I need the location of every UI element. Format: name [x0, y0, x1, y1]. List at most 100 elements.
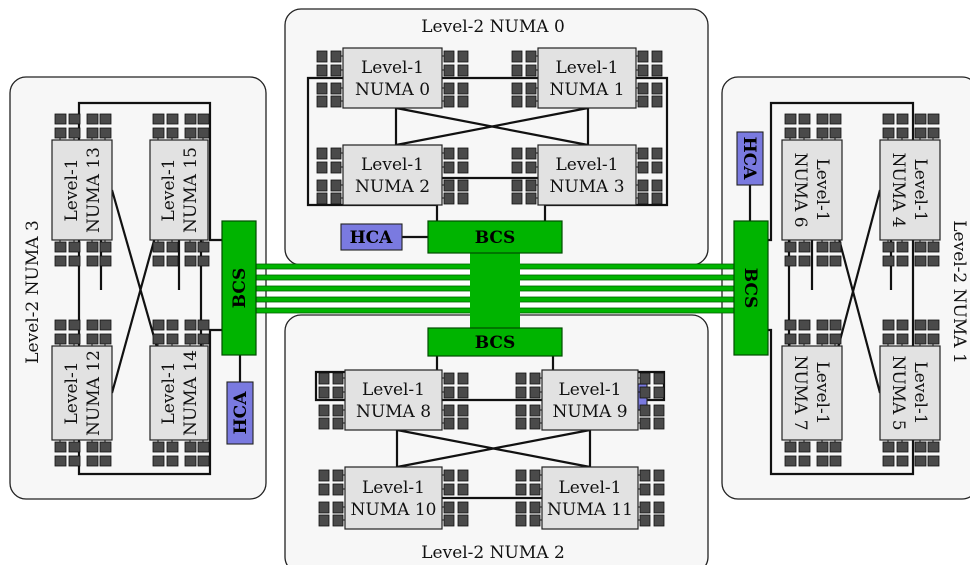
memory-module — [515, 483, 527, 496]
memory-module — [197, 113, 210, 125]
memory-module — [197, 333, 210, 345]
memory-module — [829, 241, 842, 253]
memory-module — [330, 192, 342, 205]
memory-module — [639, 469, 651, 482]
memory-module — [896, 319, 909, 331]
memory-module — [86, 255, 99, 267]
node-label-line-1: Level-1 — [62, 361, 82, 424]
memory-module — [927, 113, 940, 125]
node-box — [537, 144, 637, 206]
memory-module — [330, 179, 342, 192]
memory-module — [184, 127, 197, 139]
memory-module — [653, 514, 665, 527]
memory-module — [637, 95, 649, 108]
memory-module — [798, 455, 811, 467]
memory-module — [637, 64, 649, 77]
memory-module — [927, 255, 940, 267]
hca-label-right: HCA — [739, 137, 759, 181]
memory-module — [318, 501, 330, 514]
node-label-line-1: Level-1 — [555, 155, 618, 175]
node-label-line-2: NUMA 3 — [549, 177, 624, 197]
node-label-line-2: NUMA 1 — [549, 80, 624, 100]
memory-module — [816, 113, 829, 125]
memory-module — [316, 179, 328, 192]
node-label-line-2: NUMA 11 — [547, 500, 633, 520]
memory-module — [637, 50, 649, 63]
memory-module — [184, 241, 197, 253]
memory-module — [86, 241, 99, 253]
node-box — [541, 466, 639, 530]
memory-module — [882, 127, 895, 139]
memory-module — [798, 255, 811, 267]
memory-module — [166, 441, 179, 453]
node-label-line-2: NUMA 13 — [84, 147, 104, 233]
bcs-label-top: BCS — [475, 228, 516, 248]
memory-module — [784, 333, 797, 345]
memory-module — [197, 319, 210, 331]
memory-module — [457, 501, 469, 514]
node-label-line-1: Level-1 — [159, 361, 179, 424]
memory-module — [927, 319, 940, 331]
memory-module — [816, 241, 829, 253]
memory-module — [651, 82, 663, 95]
memory-module — [511, 179, 523, 192]
memory-module — [457, 95, 469, 108]
memory-module — [651, 192, 663, 205]
memory-module — [316, 161, 328, 174]
bcs-label-left: BCS — [230, 268, 250, 309]
switch-fabric — [249, 252, 741, 328]
memory-module — [332, 386, 344, 399]
memory-module — [99, 441, 112, 453]
memory-module — [529, 483, 541, 496]
memory-module — [653, 501, 665, 514]
memory-module — [68, 455, 81, 467]
memory-module — [639, 372, 651, 385]
memory-module — [152, 333, 165, 345]
memory-module — [166, 255, 179, 267]
memory-module — [99, 319, 112, 331]
memory-module — [639, 514, 651, 527]
memory-module — [184, 255, 197, 267]
hca-label-top: HCA — [350, 228, 394, 248]
memory-module — [529, 417, 541, 430]
memory-module — [330, 95, 342, 108]
memory-module — [896, 441, 909, 453]
memory-module — [443, 483, 455, 496]
memory-module — [68, 319, 81, 331]
memory-module — [443, 64, 455, 77]
memory-module — [86, 113, 99, 125]
node-label-line-1: Level-1 — [159, 158, 179, 221]
memory-module — [651, 147, 663, 160]
memory-module — [54, 255, 67, 267]
memory-module — [54, 455, 67, 467]
bcs-switch-top: BCS — [427, 220, 563, 254]
memory-module — [443, 372, 455, 385]
memory-module — [443, 417, 455, 430]
node-label-line-1: Level-1 — [812, 361, 832, 424]
memory-module — [316, 95, 328, 108]
memory-module — [197, 255, 210, 267]
memory-module — [332, 469, 344, 482]
node-box — [879, 345, 941, 441]
memory-module — [318, 386, 330, 399]
memory-module — [515, 469, 527, 482]
memory-module — [68, 127, 81, 139]
memory-module — [784, 441, 797, 453]
memory-module — [896, 241, 909, 253]
memory-module — [330, 64, 342, 77]
memory-module — [927, 441, 940, 453]
memory-module — [330, 82, 342, 95]
memory-module — [184, 113, 197, 125]
memory-module — [443, 386, 455, 399]
memory-module — [443, 179, 455, 192]
memory-module — [457, 161, 469, 174]
memory-module — [318, 372, 330, 385]
node-box — [781, 345, 843, 441]
memory-module — [515, 386, 527, 399]
